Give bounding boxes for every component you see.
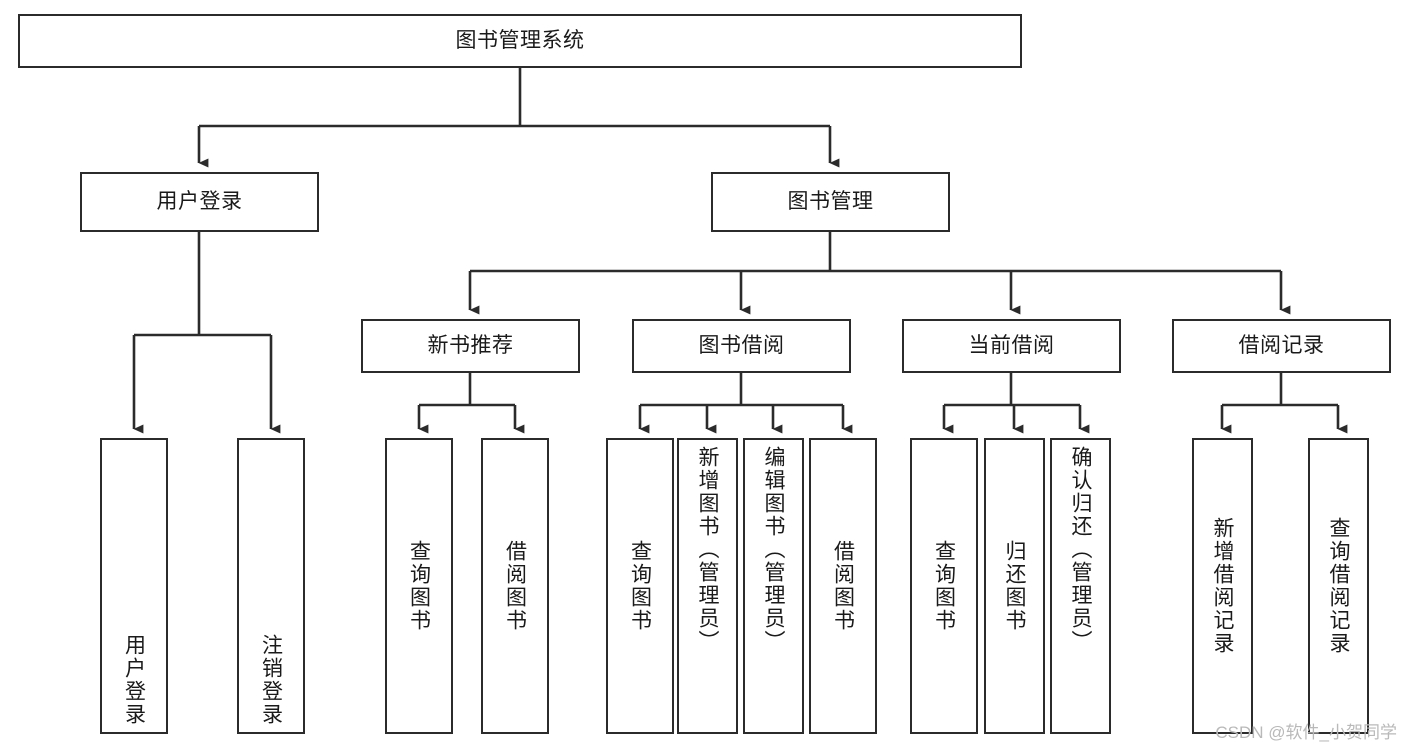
node-leaf-query-book-2-label: 查询图书 xyxy=(628,540,652,632)
node-book-manage-label: 图书管理 xyxy=(787,189,874,213)
node-leaf-user-login[interactable]: 用户登录 xyxy=(100,438,168,734)
node-book-borrow[interactable]: 图书借阅 xyxy=(632,319,851,373)
node-leaf-borrow-book-1-label: 借阅图书 xyxy=(503,540,527,632)
node-leaf-add-book[interactable]: 新增图书（管理员） xyxy=(677,438,738,734)
node-root-label: 图书管理系统 xyxy=(455,28,585,52)
node-leaf-return-book-label: 归还图书 xyxy=(1003,540,1026,632)
node-leaf-add-record[interactable]: 新增借阅记录 xyxy=(1192,438,1253,734)
node-leaf-edit-book[interactable]: 编辑图书（管理员） xyxy=(743,438,804,734)
node-leaf-borrow-book-2-label: 借阅图书 xyxy=(831,540,855,632)
node-leaf-confirm-return-label: 确认归还（管理员） xyxy=(1069,446,1092,653)
node-current-borrow-label: 当前借阅 xyxy=(968,333,1055,357)
node-new-book-rec-label: 新书推荐 xyxy=(427,333,514,357)
node-book-manage[interactable]: 图书管理 xyxy=(711,172,950,232)
node-leaf-return-book[interactable]: 归还图书 xyxy=(984,438,1045,734)
node-root[interactable]: 图书管理系统 xyxy=(18,14,1022,68)
node-leaf-query-book-1[interactable]: 查询图书 xyxy=(385,438,453,734)
node-leaf-add-record-label: 新增借阅记录 xyxy=(1211,517,1234,655)
node-book-borrow-label: 图书借阅 xyxy=(698,333,785,357)
node-new-book-rec[interactable]: 新书推荐 xyxy=(361,319,580,373)
node-leaf-user-logout-label: 注销登录 xyxy=(259,634,283,726)
node-user-login[interactable]: 用户登录 xyxy=(80,172,319,232)
node-borrow-record[interactable]: 借阅记录 xyxy=(1172,319,1391,373)
node-leaf-borrow-book-1[interactable]: 借阅图书 xyxy=(481,438,549,734)
node-user-login-label: 用户登录 xyxy=(156,189,243,213)
node-leaf-query-book-3[interactable]: 查询图书 xyxy=(910,438,978,734)
node-leaf-query-book-2[interactable]: 查询图书 xyxy=(606,438,674,734)
node-leaf-query-record-label: 查询借阅记录 xyxy=(1327,517,1350,655)
node-current-borrow[interactable]: 当前借阅 xyxy=(902,319,1121,373)
node-leaf-borrow-book-2[interactable]: 借阅图书 xyxy=(809,438,877,734)
node-leaf-query-book-1-label: 查询图书 xyxy=(407,540,431,632)
node-leaf-edit-book-label: 编辑图书（管理员） xyxy=(762,446,785,653)
node-leaf-user-login-label: 用户登录 xyxy=(122,634,146,726)
node-leaf-add-book-label: 新增图书（管理员） xyxy=(696,446,719,653)
node-leaf-confirm-return[interactable]: 确认归还（管理员） xyxy=(1050,438,1111,734)
node-leaf-query-book-3-label: 查询图书 xyxy=(932,540,956,632)
node-leaf-user-logout[interactable]: 注销登录 xyxy=(237,438,305,734)
node-borrow-record-label: 借阅记录 xyxy=(1238,333,1325,357)
node-leaf-query-record[interactable]: 查询借阅记录 xyxy=(1308,438,1369,734)
watermark-text: CSDN @软件_小贺同学 xyxy=(1215,723,1397,742)
